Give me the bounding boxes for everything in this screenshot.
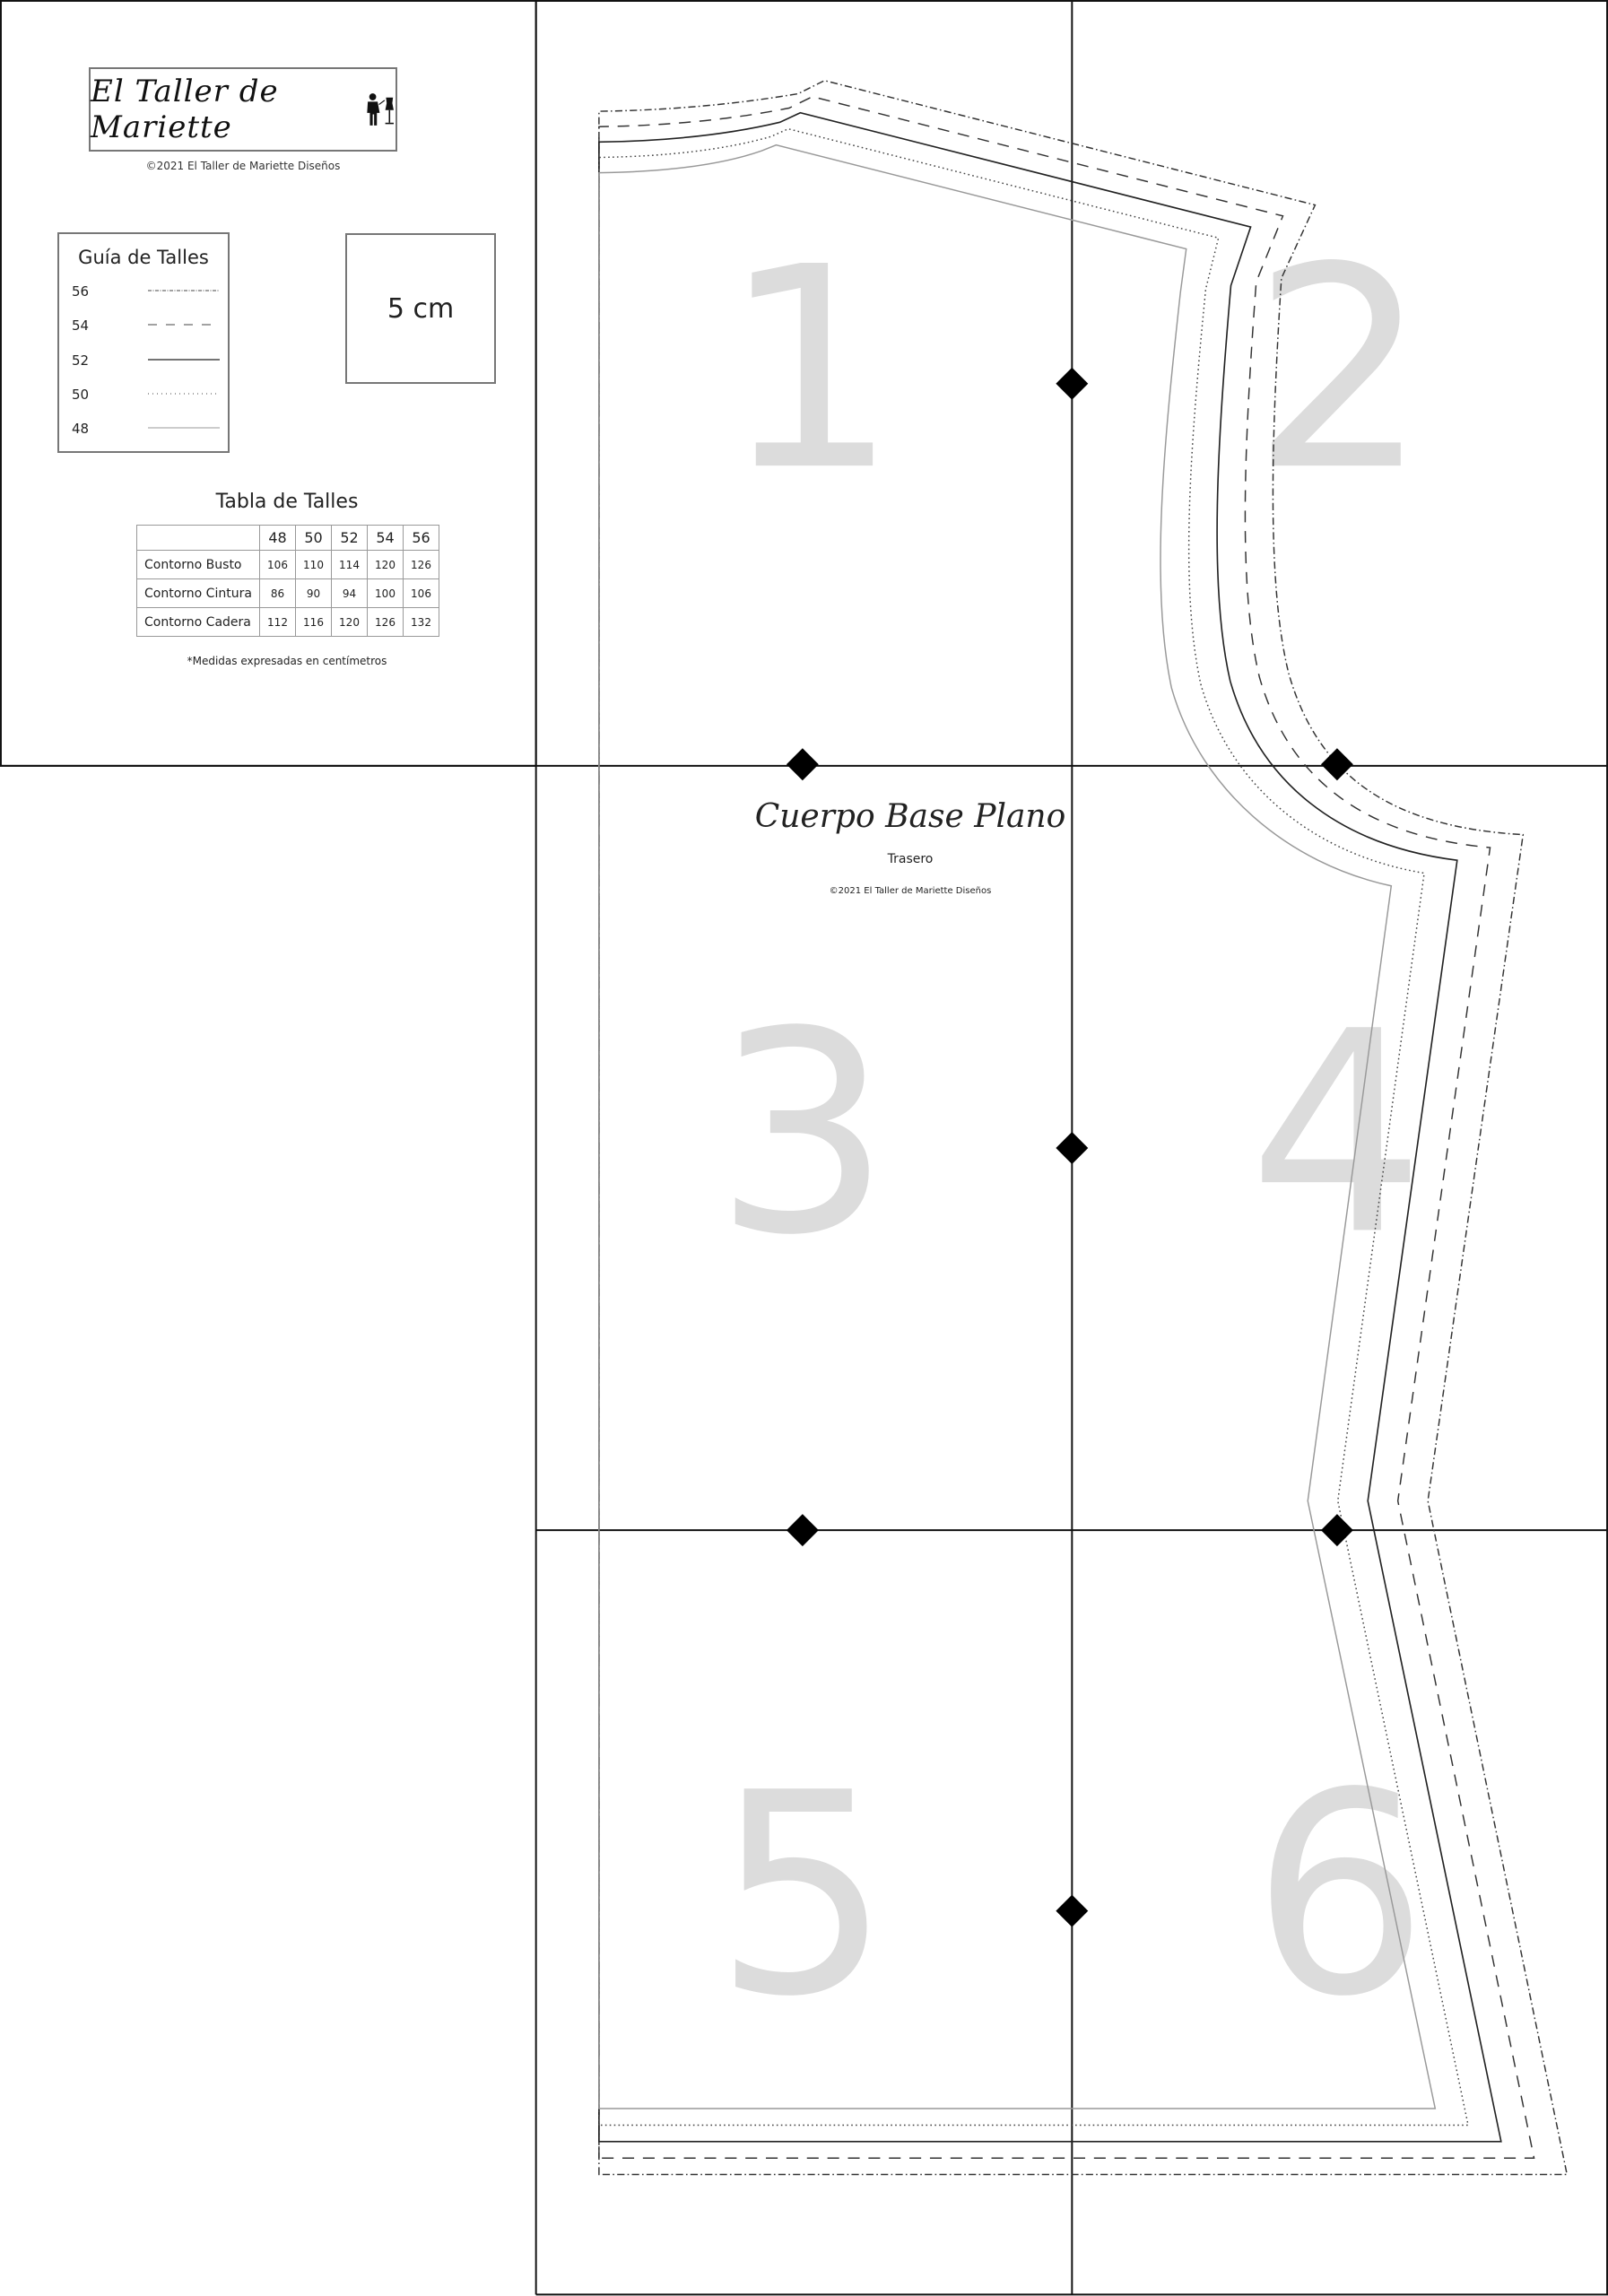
measurement-note: *Medidas expresadas en centímetros xyxy=(187,655,387,667)
size-guide-row: 52 xyxy=(72,352,220,372)
row-label: Contorno Cintura xyxy=(136,578,260,608)
brand-logo: El Taller de Mariette xyxy=(89,67,397,152)
table-cell: 126 xyxy=(367,607,404,637)
size-guide: Guía de Talles 56 54 52 50 48 xyxy=(57,232,230,453)
table-cell: 120 xyxy=(331,607,368,637)
size-guide-row: 56 xyxy=(72,283,220,303)
table-cell: 86 xyxy=(259,578,296,608)
row-label: Contorno Cadera xyxy=(136,607,260,637)
table-cell: 114 xyxy=(331,550,368,579)
table-header-row: 48 50 52 54 56 xyxy=(136,525,439,551)
size-label: 54 xyxy=(72,317,90,334)
line-sample-dotted xyxy=(148,393,220,395)
table-cell: 106 xyxy=(259,550,296,579)
table-cell: 132 xyxy=(403,607,439,637)
alignment-diamond xyxy=(786,1514,819,1547)
size-label: 50 xyxy=(72,387,90,403)
alignment-diamond xyxy=(786,748,819,781)
page-number-1: 1 xyxy=(721,208,898,532)
line-sample-solid xyxy=(148,359,220,361)
size-guide-row: 54 xyxy=(72,317,220,337)
line-sample-dash-dot xyxy=(148,290,220,291)
outline-size-52 xyxy=(598,111,1502,2143)
size-guide-title: Guía de Talles xyxy=(78,247,209,268)
table-cell: 120 xyxy=(367,550,404,579)
pattern-title: Cuerpo Base Plano xyxy=(754,798,1066,835)
table-cell: 116 xyxy=(295,607,332,637)
line-sample-thin xyxy=(148,427,220,429)
page-number-6: 6 xyxy=(1251,1734,1428,2057)
pattern-subtitle: Trasero xyxy=(887,852,934,866)
table-cell: 100 xyxy=(367,578,404,608)
table-cell: 112 xyxy=(259,607,296,637)
alignment-diamond xyxy=(1056,367,1089,400)
page-number-3: 3 xyxy=(714,972,891,1296)
column-header: 50 xyxy=(295,525,332,551)
column-header: 52 xyxy=(331,525,368,551)
size-guide-row: 48 xyxy=(72,421,220,440)
page-number-5: 5 xyxy=(714,1734,891,2057)
size-label: 52 xyxy=(72,352,90,369)
alignment-markers xyxy=(786,367,1353,1927)
table-cell: 126 xyxy=(403,550,439,579)
size-label: 48 xyxy=(72,421,90,437)
scale-label: 5 cm xyxy=(387,292,455,325)
alignment-diamond xyxy=(1320,1514,1353,1547)
line-sample-dashed xyxy=(148,324,220,326)
page-number-2: 2 xyxy=(1251,208,1428,532)
seamstress-mannequin-icon xyxy=(367,93,394,126)
column-header: 48 xyxy=(259,525,296,551)
alignment-diamond xyxy=(1056,1894,1089,1927)
logo-text: El Taller de Mariette xyxy=(91,74,279,145)
brand-copyright: ©2021 El Taller de Mariette Diseños xyxy=(145,160,341,172)
table-cell: 94 xyxy=(331,578,368,608)
outline-size-48 xyxy=(598,144,1437,2109)
scale-check-box: 5 cm xyxy=(345,233,496,384)
table-cell: 106 xyxy=(403,578,439,608)
pattern-outlines xyxy=(598,80,1569,2176)
size-label: 56 xyxy=(72,283,90,300)
alignment-diamond xyxy=(1056,1132,1089,1164)
outline-size-56 xyxy=(598,80,1569,2176)
outline-size-54 xyxy=(598,95,1535,2159)
row-label: Contorno Busto xyxy=(136,550,260,579)
table-cell: 90 xyxy=(295,578,332,608)
size-table-title: Tabla de Talles xyxy=(215,491,359,513)
page-number-4: 4 xyxy=(1248,972,1425,1296)
table-cell: 110 xyxy=(295,550,332,579)
size-guide-row: 50 xyxy=(72,387,220,406)
pattern-copyright: ©2021 El Taller de Mariette Diseños xyxy=(829,886,992,896)
column-header: 54 xyxy=(367,525,404,551)
column-header: 56 xyxy=(403,525,439,551)
alignment-diamond xyxy=(1320,748,1353,781)
